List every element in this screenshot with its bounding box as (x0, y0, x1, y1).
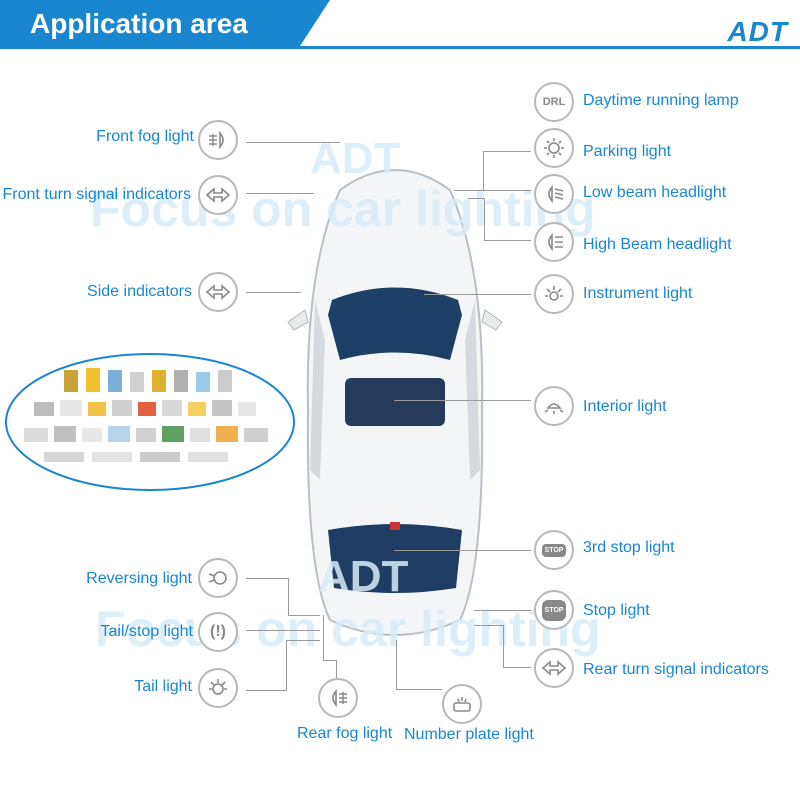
label-stop-light: Stop light (583, 602, 650, 619)
label-front-fog-light: Front fog light (96, 128, 194, 145)
tail-light-icon (198, 668, 238, 708)
front-fog-light-icon (198, 120, 238, 160)
connector-line (394, 550, 531, 551)
label-tail-stop-light: Tail/stop light (100, 623, 194, 640)
label-interior-light: Interior light (583, 398, 667, 415)
connector-line (396, 689, 442, 690)
high-beam-icon (534, 222, 574, 262)
label-tail-light: Tail light (134, 678, 192, 695)
reversing-light-icon (198, 558, 238, 598)
car-top-view (287, 169, 503, 636)
stop-badge: STOP (541, 543, 567, 557)
connector-line (286, 640, 320, 641)
connector-line (246, 578, 289, 579)
connector-line (246, 690, 286, 691)
connector-line (288, 615, 320, 616)
connector-line (323, 660, 337, 661)
label-rear-fog-light: Rear fog light (297, 725, 393, 742)
label-instrument-light: Instrument light (583, 285, 693, 302)
connector-line (336, 660, 337, 678)
header-divider (0, 46, 800, 49)
label-high-beam: High Beam headlight (583, 236, 732, 253)
brand-logo: ADT (727, 16, 788, 47)
side-indicator-icon (198, 272, 238, 312)
connector-line (246, 292, 301, 293)
connector-line (474, 610, 531, 611)
connector-line (503, 625, 504, 668)
interior-light-icon (534, 386, 574, 426)
connector-line (474, 625, 504, 626)
low-beam-icon (534, 174, 574, 214)
label-parking-light: Parking light (583, 143, 672, 160)
header-banner (0, 0, 330, 46)
label-third-stop-light: 3rd stop light (583, 539, 675, 556)
rear-fog-light-icon (318, 678, 358, 718)
connector-line (286, 640, 287, 691)
label-rear-turn-signal: Rear turn signal indicators (583, 661, 769, 678)
connector-line (394, 400, 531, 401)
parking-light-icon (534, 128, 574, 168)
connector-line (288, 578, 289, 616)
connector-line (483, 151, 531, 152)
number-plate-light-icon (442, 684, 482, 724)
connector-line (396, 640, 397, 690)
connector-line (246, 142, 340, 143)
header: Application area ADT (0, 0, 800, 50)
instrument-light-icon (534, 274, 574, 314)
connector-line (484, 240, 531, 241)
label-drl: Daytime running lamp (583, 92, 739, 109)
label-side-indicators: Side indicators (87, 283, 192, 300)
label-front-turn-signal: Front turn signal indicators (2, 186, 191, 203)
tail-stop-light-icon: (!) (198, 612, 238, 652)
third-stop-light-icon: STOP (534, 530, 574, 570)
page-title: Application area (30, 8, 248, 39)
connector-line (483, 151, 484, 191)
label-number-plate-light: Number plate light (404, 726, 534, 743)
connector-line (246, 630, 320, 631)
connector-line (424, 294, 531, 295)
label-low-beam: Low beam headlight (583, 184, 727, 201)
connector-line (468, 198, 484, 199)
label-reversing-light: Reversing light (86, 570, 192, 587)
connector-line (323, 615, 324, 660)
rear-turn-signal-icon (534, 648, 574, 688)
connector-line (246, 193, 314, 194)
connector-line (454, 190, 531, 191)
connector-line (503, 667, 531, 668)
led-bulbs-image (5, 353, 295, 491)
stop-octagon: STOP (541, 599, 567, 621)
drl-icon: DRL (534, 82, 574, 122)
front-turn-signal-icon (198, 175, 238, 215)
stop-light-icon: STOP (534, 590, 574, 630)
connector-line (484, 198, 485, 240)
